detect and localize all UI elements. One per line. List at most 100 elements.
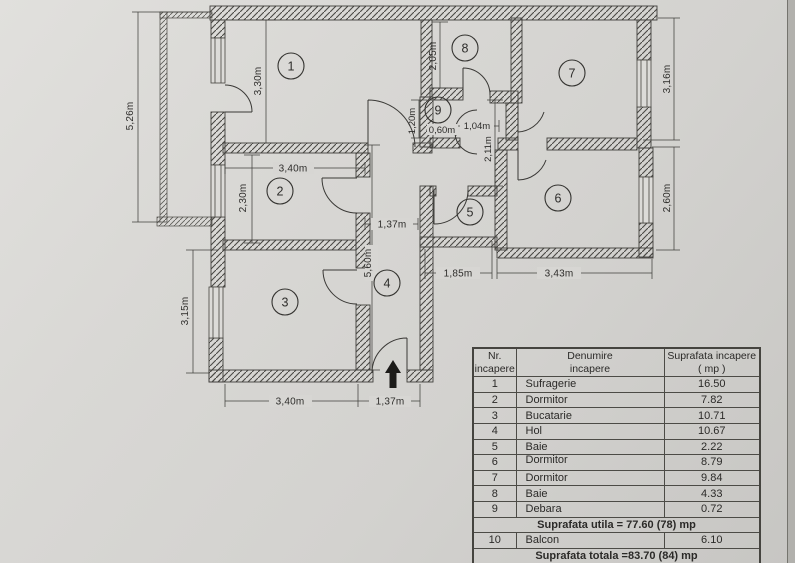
table-header-row: Nr. incapere Denumire incapere Suprafata…	[472, 347, 761, 378]
room-nr: 5	[472, 438, 517, 456]
svg-text:9: 9	[435, 104, 442, 118]
room-name: Hol	[515, 422, 665, 440]
dim-room6-height: 2,60m	[662, 184, 673, 213]
room-area: 8.79	[663, 454, 761, 471]
window-room2-balcony	[210, 164, 226, 218]
room-area: 6.10	[663, 532, 761, 549]
room-nr: 3	[472, 407, 517, 424]
table-row: 10 Balcon 6.10	[472, 532, 761, 549]
room-name: Debara	[515, 500, 665, 518]
room-label-9: 9	[424, 96, 452, 124]
room-area: 16.50	[663, 376, 761, 393]
room-label-7: 7	[558, 59, 586, 87]
window-room6	[638, 176, 654, 224]
table-row: 2 Dormitor 7.82	[472, 391, 761, 409]
room-label-3: 3	[271, 288, 299, 316]
dim-room5-width: 1,85m	[444, 269, 473, 280]
room-label-8: 8	[451, 34, 479, 62]
room-area: 7.82	[663, 391, 761, 409]
header-nr: Nr. incapere	[472, 347, 517, 378]
dim-corridor-height: 2,11m	[483, 136, 494, 162]
dim-room6-width: 3,43m	[545, 269, 574, 280]
room-area: 2.22	[663, 438, 761, 456]
room-nr: 9	[472, 500, 517, 518]
room-name: Sufragerie	[515, 376, 665, 393]
dim-hall-width: 1,37m	[378, 220, 407, 231]
dim-balcony-height: 5,26m	[125, 102, 136, 131]
svg-text:8: 8	[462, 42, 469, 56]
room-labels: 1 2 3 4 5 6 7 8 9	[266, 34, 586, 316]
door-room6	[517, 150, 547, 181]
dim-room2-height: 2,30m	[238, 184, 249, 213]
room-nr: 8	[472, 485, 517, 502]
scan-page-edge	[787, 0, 795, 563]
room-name: Dormitor	[515, 469, 665, 487]
room-label-2: 2	[266, 177, 294, 205]
table-row: 5 Baie 2.22	[472, 438, 761, 456]
svg-text:3: 3	[282, 296, 289, 310]
window-room1-balcony	[210, 37, 226, 84]
room-area: 9.84	[663, 469, 761, 487]
door-room7	[517, 103, 545, 133]
dim-room7-height: 3,16m	[662, 65, 673, 94]
dim-room9-width: 0,60m	[429, 125, 455, 136]
dim-room3-height: 3,15m	[180, 297, 191, 326]
svg-text:2: 2	[277, 185, 284, 199]
room-area: 0.72	[663, 500, 761, 518]
room-nr: 4	[472, 422, 517, 440]
door-entrance	[371, 337, 408, 374]
table-row: 6 Dormitor 8.79	[472, 454, 761, 471]
room-name: Baie	[515, 485, 665, 502]
room-area: 10.67	[663, 422, 761, 440]
windows	[208, 37, 654, 339]
room-name: Dormitor	[515, 391, 665, 409]
svg-text:1: 1	[288, 60, 295, 74]
dim-hall-length: 5,60m	[363, 249, 374, 278]
room-name: Bucatarie	[515, 407, 665, 424]
area-table: Nr. incapere Denumire incapere Suprafata…	[472, 347, 761, 563]
svg-text:5: 5	[467, 206, 474, 220]
dimension-labels: 5,26m 3,30m 3,40m 2,30m 3,15m 3,40m 1,37…	[125, 42, 673, 408]
balcony-walls	[156, 11, 213, 227]
dim-room2-width: 3,40m	[279, 164, 308, 175]
room-nr: 6	[472, 454, 517, 471]
table-row: 8 Baie 4.33	[472, 485, 761, 502]
table-row: 7 Dormitor 9.84	[472, 469, 761, 487]
header-suprafata: Suprafata incapere ( mp )	[663, 347, 761, 378]
window-room3	[208, 286, 224, 339]
room-name: Baie	[515, 438, 665, 456]
door-balcony	[224, 84, 253, 113]
dim-corridor-width: 1,04m	[464, 121, 490, 132]
suprafata-utila: Suprafata utila = 77.60 (78) mp	[472, 516, 761, 534]
svg-text:6: 6	[555, 192, 562, 206]
svg-text:4: 4	[384, 277, 391, 291]
suprafata-totala: Suprafata totala =83.70 (84) mp	[472, 547, 761, 563]
room-name: Balcon	[515, 532, 665, 549]
table-row: 4 Hol 10.67	[472, 422, 761, 440]
room-label-4: 4	[373, 269, 401, 297]
door-room3	[322, 269, 358, 305]
room-label-5: 5	[456, 198, 484, 226]
room-label-1: 1	[277, 52, 305, 80]
header-denumire: Denumire incapere	[515, 347, 665, 378]
window-room7	[636, 59, 652, 108]
room-name: Dormitor	[515, 454, 665, 471]
door-room1	[367, 99, 416, 148]
dim-room8-height: 2,05m	[428, 42, 439, 71]
subtotal-row: Suprafata utila = 77.60 (78) mp	[472, 516, 761, 534]
room-label-6: 6	[544, 184, 572, 212]
dim-room1-height: 3,30m	[253, 67, 264, 96]
room-nr: 1	[472, 376, 517, 393]
table-row: 1 Sufragerie 16.50	[472, 376, 761, 393]
door-room8	[462, 67, 491, 96]
room-nr: 2	[472, 391, 517, 409]
total-row: Suprafata totala =83.70 (84) mp	[472, 547, 761, 563]
svg-text:7: 7	[569, 67, 576, 81]
room-nr: 7	[472, 469, 517, 487]
table-row: 9 Debara 0.72	[472, 500, 761, 518]
entrance-arrow	[385, 360, 401, 388]
dim-room3-width: 3,40m	[276, 397, 305, 408]
table-row: 3 Bucatarie 10.71	[472, 407, 761, 424]
